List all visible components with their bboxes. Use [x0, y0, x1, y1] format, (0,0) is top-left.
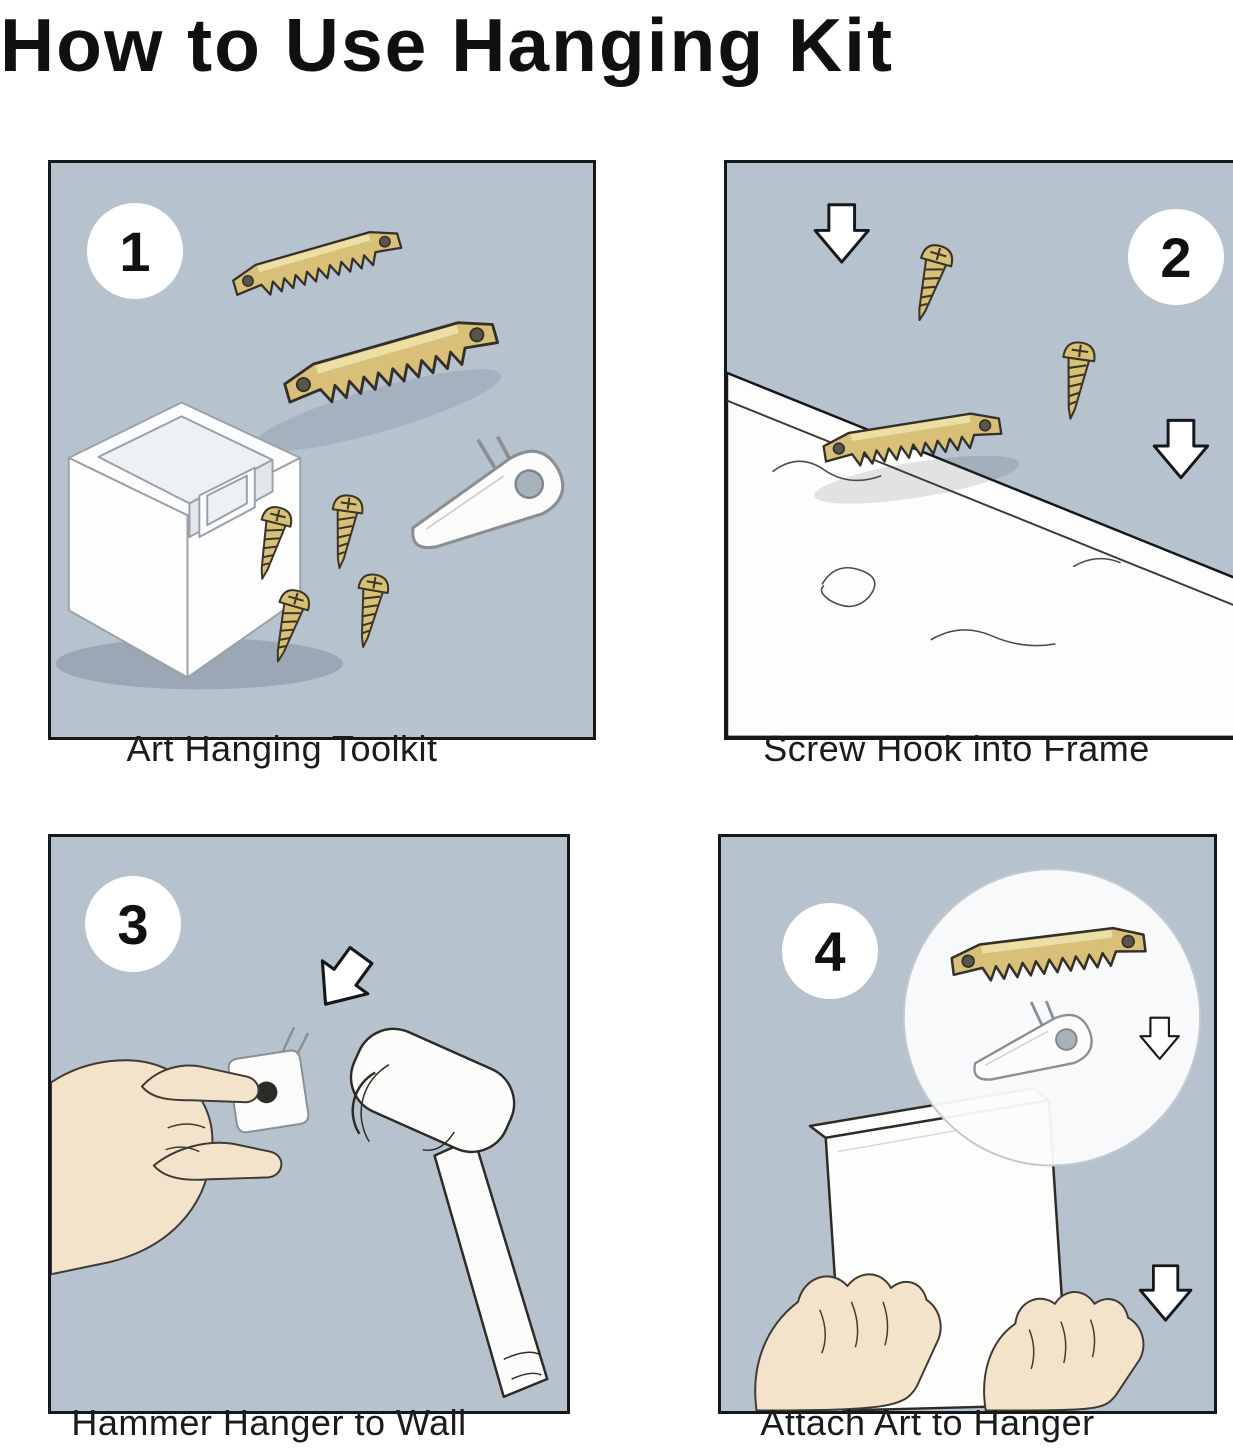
- step-number: 1: [119, 219, 151, 283]
- step-2-illustration: [727, 203, 1233, 737]
- wood-grain: [772, 460, 1121, 647]
- step-4-panel: 4: [718, 834, 1217, 1414]
- screw-icon: [903, 240, 957, 326]
- step-1-caption: Art Hanging Toolkit: [126, 728, 438, 769]
- step-2-number-badge: 2: [1128, 209, 1224, 305]
- arrow-down-icon: [813, 203, 870, 264]
- step-3-caption: Hammer Hanger to Wall: [71, 1402, 467, 1443]
- arrow-down-icon: [1152, 418, 1210, 480]
- frame-board-icon: [727, 371, 1233, 737]
- arrow-down-icon: [301, 937, 386, 1023]
- arrow-down-icon: [1138, 1264, 1193, 1322]
- hand-icon: [983, 1290, 1145, 1411]
- storage-box-icon: [67, 401, 302, 679]
- step-number: 4: [814, 919, 846, 983]
- step-4-caption: Attach Art to Hanger: [760, 1402, 1095, 1443]
- hand-icon: [754, 1273, 942, 1411]
- shadow: [253, 369, 502, 452]
- step-3-panel: 3: [48, 834, 570, 1414]
- step-3-illustration: [51, 937, 549, 1399]
- step-1-panel: 1: [48, 160, 596, 740]
- wall-hanger-icon: [227, 1026, 310, 1134]
- step-number: 2: [1160, 225, 1192, 289]
- hand-icon: [51, 1059, 283, 1276]
- step-1-illustration: [55, 223, 573, 690]
- shadow: [814, 455, 1020, 504]
- page-title: How to Use Hanging Kit: [0, 3, 894, 87]
- screw-icon: [347, 571, 392, 651]
- hammer-icon: [349, 1027, 549, 1399]
- step-number: 3: [117, 892, 149, 956]
- screw-icon: [1053, 339, 1098, 422]
- screw-icon: [323, 492, 366, 572]
- step-2-caption: Screw Hook into Frame: [763, 728, 1150, 769]
- step-2-panel: 2: [724, 160, 1233, 740]
- frame-edge-line: [727, 399, 1233, 606]
- step-4-illustration: [754, 868, 1202, 1411]
- sawtooth-hanger-icon: [229, 223, 405, 305]
- step-1-number-badge: 1: [87, 203, 183, 299]
- plastic-hook-icon: [390, 418, 573, 555]
- step-4-number-badge: 4: [782, 903, 878, 999]
- step-3-number-badge: 3: [85, 876, 181, 972]
